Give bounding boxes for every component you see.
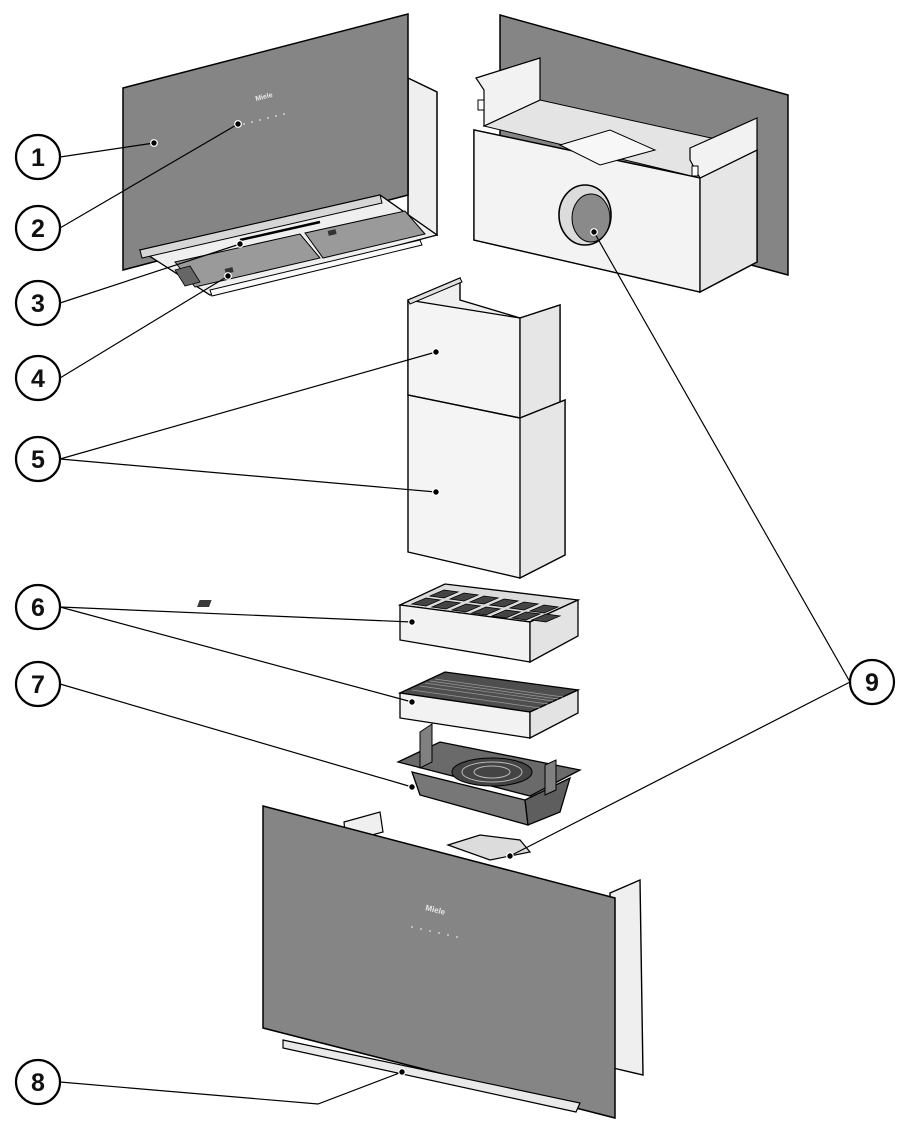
callout-4: 4	[14, 354, 62, 402]
leader-lines	[59, 123, 851, 1105]
glass-panel-bottom	[262, 805, 616, 1119]
callout-8: 8	[14, 1058, 62, 1106]
honeycomb-grid	[410, 589, 562, 623]
callout-2: 2	[14, 204, 62, 252]
svg-text:6: 6	[31, 594, 45, 622]
odour-filter-lower	[397, 671, 581, 740]
grease-filter-right	[304, 210, 426, 259]
hood-bottom: Miele	[262, 805, 644, 1119]
flue-duct	[407, 276, 566, 580]
callout-1: 1	[14, 133, 62, 181]
svg-text:7: 7	[31, 671, 45, 699]
svg-text:3: 3	[31, 290, 45, 318]
odour-filter-upper	[197, 583, 581, 664]
svg-text:1: 1	[31, 144, 45, 172]
svg-text:2: 2	[31, 215, 45, 243]
brand-logo-top: Miele	[255, 92, 274, 103]
touch-controls-bottom	[411, 926, 458, 938]
svg-text:9: 9	[865, 669, 879, 697]
svg-text:4: 4	[31, 365, 45, 393]
hood-top-rear	[473, 14, 789, 294]
hood-top-front: Miele	[122, 13, 439, 297]
pointer-dots	[150, 120, 598, 1076]
filter-holder	[396, 723, 582, 826]
callout-6: 6	[14, 583, 62, 631]
callout-9: 9	[848, 658, 896, 706]
handle-strip	[282, 1039, 581, 1113]
touch-controls-top	[243, 113, 285, 125]
callout-5: 5	[14, 435, 62, 483]
callout-7: 7	[14, 660, 62, 708]
svg-text:8: 8	[31, 1069, 45, 1097]
callout-3: 3	[14, 279, 62, 327]
svg-text:5: 5	[31, 446, 45, 474]
